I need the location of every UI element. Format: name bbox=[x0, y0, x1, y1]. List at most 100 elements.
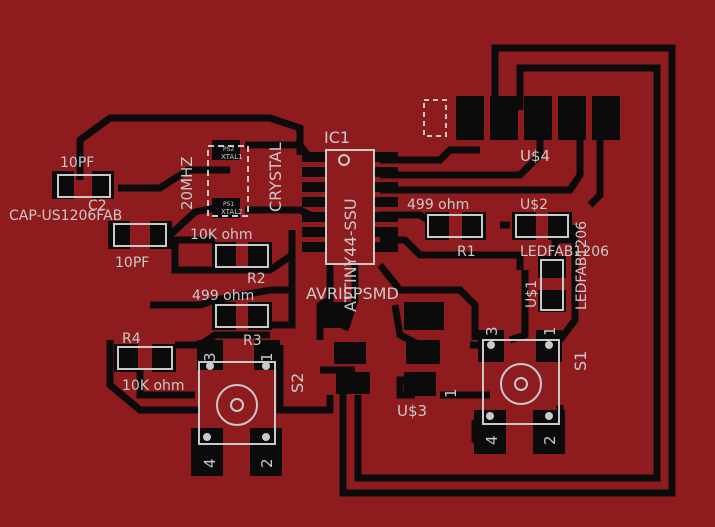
s1-pin-3: 3 bbox=[483, 326, 501, 336]
r4-value: 10K ohm bbox=[122, 378, 185, 394]
cap1-value: 10PF bbox=[60, 155, 94, 171]
us4-label: U$4 bbox=[520, 147, 550, 165]
trace-ic-header2 bbox=[380, 140, 544, 179]
ic1-pad-7 bbox=[302, 242, 326, 252]
r2-value: 10K ohm bbox=[190, 227, 253, 243]
r2-label: R2 bbox=[247, 271, 266, 287]
ic1-pad-5 bbox=[302, 212, 326, 222]
r3-outline bbox=[215, 304, 269, 328]
s1-hole-3 bbox=[487, 341, 495, 349]
header-pin1-outline bbox=[423, 99, 447, 137]
us3-pin-1: 1 bbox=[442, 388, 460, 398]
s1-label: S1 bbox=[571, 351, 590, 371]
s1-pin-4: 4 bbox=[483, 435, 501, 445]
r1-outline bbox=[427, 214, 483, 238]
us1-label: U$1 bbox=[524, 280, 540, 308]
avr-pad-2 bbox=[334, 342, 366, 364]
switch-holes bbox=[203, 341, 553, 441]
trace-r4-left bbox=[106, 340, 200, 414]
trace-ic-led1 bbox=[380, 236, 524, 270]
trace-led1-s1 bbox=[557, 225, 579, 343]
s2-label: S2 bbox=[288, 373, 307, 393]
led-package-b: LEDFAB1206 bbox=[574, 221, 590, 310]
led-package-a: LEDFAB1206 bbox=[520, 244, 609, 260]
freq-label: 20MHZ bbox=[178, 156, 196, 210]
avr-pad-1 bbox=[318, 302, 350, 328]
s1-hole-4 bbox=[486, 412, 494, 420]
trace-crystal-top bbox=[76, 114, 304, 180]
s2-hole-3 bbox=[206, 362, 214, 370]
ic1-pad-4 bbox=[302, 197, 326, 207]
header-pad-5 bbox=[558, 96, 586, 140]
ic1-pad-2 bbox=[302, 167, 326, 177]
avr-pad-6 bbox=[404, 372, 436, 396]
s1-hole-1 bbox=[545, 341, 553, 349]
ic1-pad-14 bbox=[374, 152, 398, 162]
ic1-pad-9 bbox=[374, 227, 398, 237]
s2-hole-1 bbox=[262, 362, 270, 370]
ic1-pad-10 bbox=[374, 212, 398, 222]
avr-pad-4 bbox=[404, 302, 444, 330]
header-pad-3 bbox=[490, 96, 518, 140]
us2-label: U$2 bbox=[520, 197, 548, 213]
s1-pin-2: 2 bbox=[541, 435, 559, 445]
ic1-pad-12 bbox=[374, 182, 398, 192]
header-pad-6 bbox=[592, 96, 620, 140]
ps1-label: PS2 bbox=[223, 146, 234, 153]
r1-label: R1 bbox=[457, 244, 476, 260]
cap-package: CAP-US1206FAB bbox=[9, 208, 122, 224]
s2-knob-inner bbox=[230, 398, 244, 412]
s2-pin-2: 2 bbox=[258, 458, 276, 468]
ic1-pad-11 bbox=[374, 197, 398, 207]
trace-r3 bbox=[150, 286, 292, 309]
trace-ic-header1 bbox=[380, 146, 480, 164]
s2-knob-outer bbox=[216, 384, 258, 426]
xtal-outline bbox=[207, 145, 249, 217]
trace-outer-loop bbox=[339, 44, 676, 497]
attiny-label: ATTINY44-SSU bbox=[341, 198, 360, 312]
trace-inner-loop bbox=[354, 64, 661, 482]
s2-hole-4 bbox=[203, 433, 211, 441]
cap1-pad-b bbox=[92, 171, 114, 199]
r2-outline bbox=[215, 244, 269, 268]
trace-header-gnd bbox=[587, 140, 604, 208]
cap1-outline bbox=[57, 174, 111, 198]
ic1-pad-8 bbox=[374, 242, 398, 252]
trace-r2-left bbox=[171, 236, 215, 255]
s1-knob-inner bbox=[514, 377, 528, 391]
ic1-pin1-dot bbox=[338, 154, 350, 166]
r1-value: 499 ohm bbox=[407, 197, 469, 213]
trace-s2-right bbox=[276, 345, 334, 414]
xtal-pad-2 bbox=[212, 198, 240, 218]
led1-outline bbox=[540, 259, 564, 311]
led1-pad-b bbox=[538, 290, 566, 312]
crystal-label: CRYSTAL bbox=[266, 142, 285, 212]
avr-pad-5 bbox=[406, 340, 440, 364]
ic1-pad-6 bbox=[302, 227, 326, 237]
cap2-pad-b bbox=[150, 221, 172, 249]
trace-s2-left bbox=[136, 370, 195, 399]
trace-ic-avr1 bbox=[377, 262, 479, 340]
s2-pin-4: 4 bbox=[201, 458, 219, 468]
r4-outline bbox=[117, 346, 173, 370]
r3-label: R3 bbox=[243, 333, 262, 349]
s1-hole-2 bbox=[545, 412, 553, 420]
ic1-pad-1 bbox=[302, 152, 326, 162]
xtal2-label: XTAL2 bbox=[221, 208, 243, 216]
cap2-value: 10PF bbox=[115, 255, 149, 271]
s1-pin-1: 1 bbox=[541, 326, 559, 336]
s2-pin-1: 1 bbox=[258, 352, 276, 362]
avr-pad-3 bbox=[336, 372, 370, 394]
trace-led1-left bbox=[508, 270, 529, 344]
ic1-outline bbox=[325, 149, 375, 265]
led1-pad-a bbox=[538, 256, 566, 278]
silkscreen bbox=[57, 99, 569, 445]
trace-r3-right bbox=[270, 240, 296, 329]
s2-pin-3: 3 bbox=[201, 352, 219, 362]
ic1-pad-13 bbox=[374, 167, 398, 177]
s1-knob-outer bbox=[500, 363, 542, 405]
s1-outline bbox=[482, 339, 560, 425]
led2-outline bbox=[515, 214, 569, 238]
xtal1-label: XTAL1 bbox=[221, 153, 243, 161]
